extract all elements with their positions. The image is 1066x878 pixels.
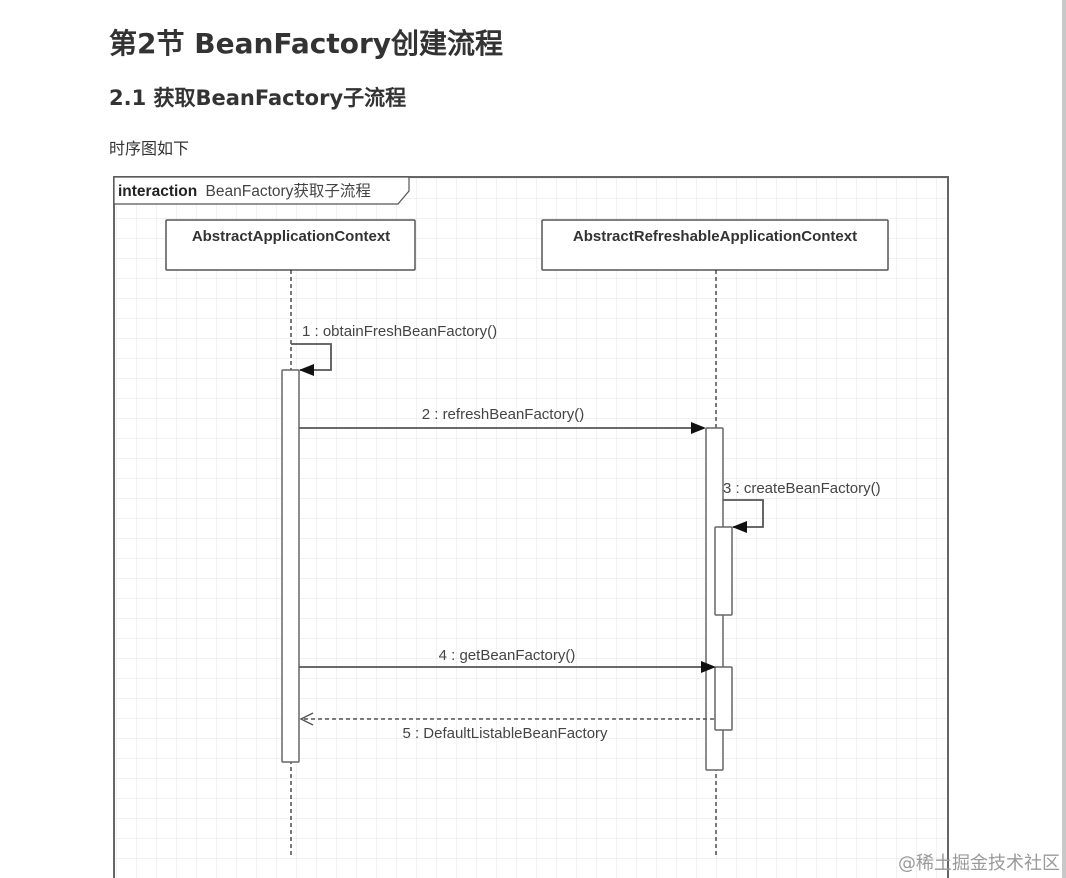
message-arrow-3 [723,499,764,528]
lifeline-name-abstract-refreshable-application-context: AbstractRefreshableApplicationContext [573,228,857,245]
svg-text:interaction BeanFactory获取子: interaction BeanFactory获取子流程 [118,182,371,200]
diagram-grid [114,177,949,878]
lifeline-head-abstract-refreshable-application-context [541,219,889,271]
message-label-1: 1 : obtainFreshBeanFactory() [302,323,497,340]
subsection-title: 2.1 获取BeanFactory子流程 [109,86,407,110]
arrowhead-5 [299,712,314,726]
interaction-frame [113,176,949,878]
activation-bar-left [281,369,300,763]
arrowhead-2 [691,422,706,434]
scrollbar-track[interactable] [1062,0,1066,878]
frame-name: BeanFactory获取子流程 [206,182,371,200]
message-label-4: 4 : getBeanFactory() [439,647,576,664]
intro-text: 时序图如下 [109,139,190,158]
watermark: @稀土掘金技术社区 [898,853,1060,874]
message-label-3: 3 : createBeanFactory() [723,480,881,497]
arrowhead-1 [299,364,314,376]
section-title: 第2节 BeanFactory创建流程 [109,27,504,60]
arrowhead-3 [732,521,747,533]
activation-bar-right-create [714,526,733,616]
message-label-5: 5 : DefaultListableBeanFactory [402,725,608,742]
message-label-2: 2 : refreshBeanFactory() [422,406,585,423]
message-arrow-1 [291,343,332,371]
activation-bar-right-get [714,666,733,731]
lifeline-name-abstract-application-context: AbstractApplicationContext [192,228,390,245]
frame-name-tab [113,176,410,205]
frame-keyword: interaction [118,183,197,200]
arrowhead-4 [701,661,716,673]
